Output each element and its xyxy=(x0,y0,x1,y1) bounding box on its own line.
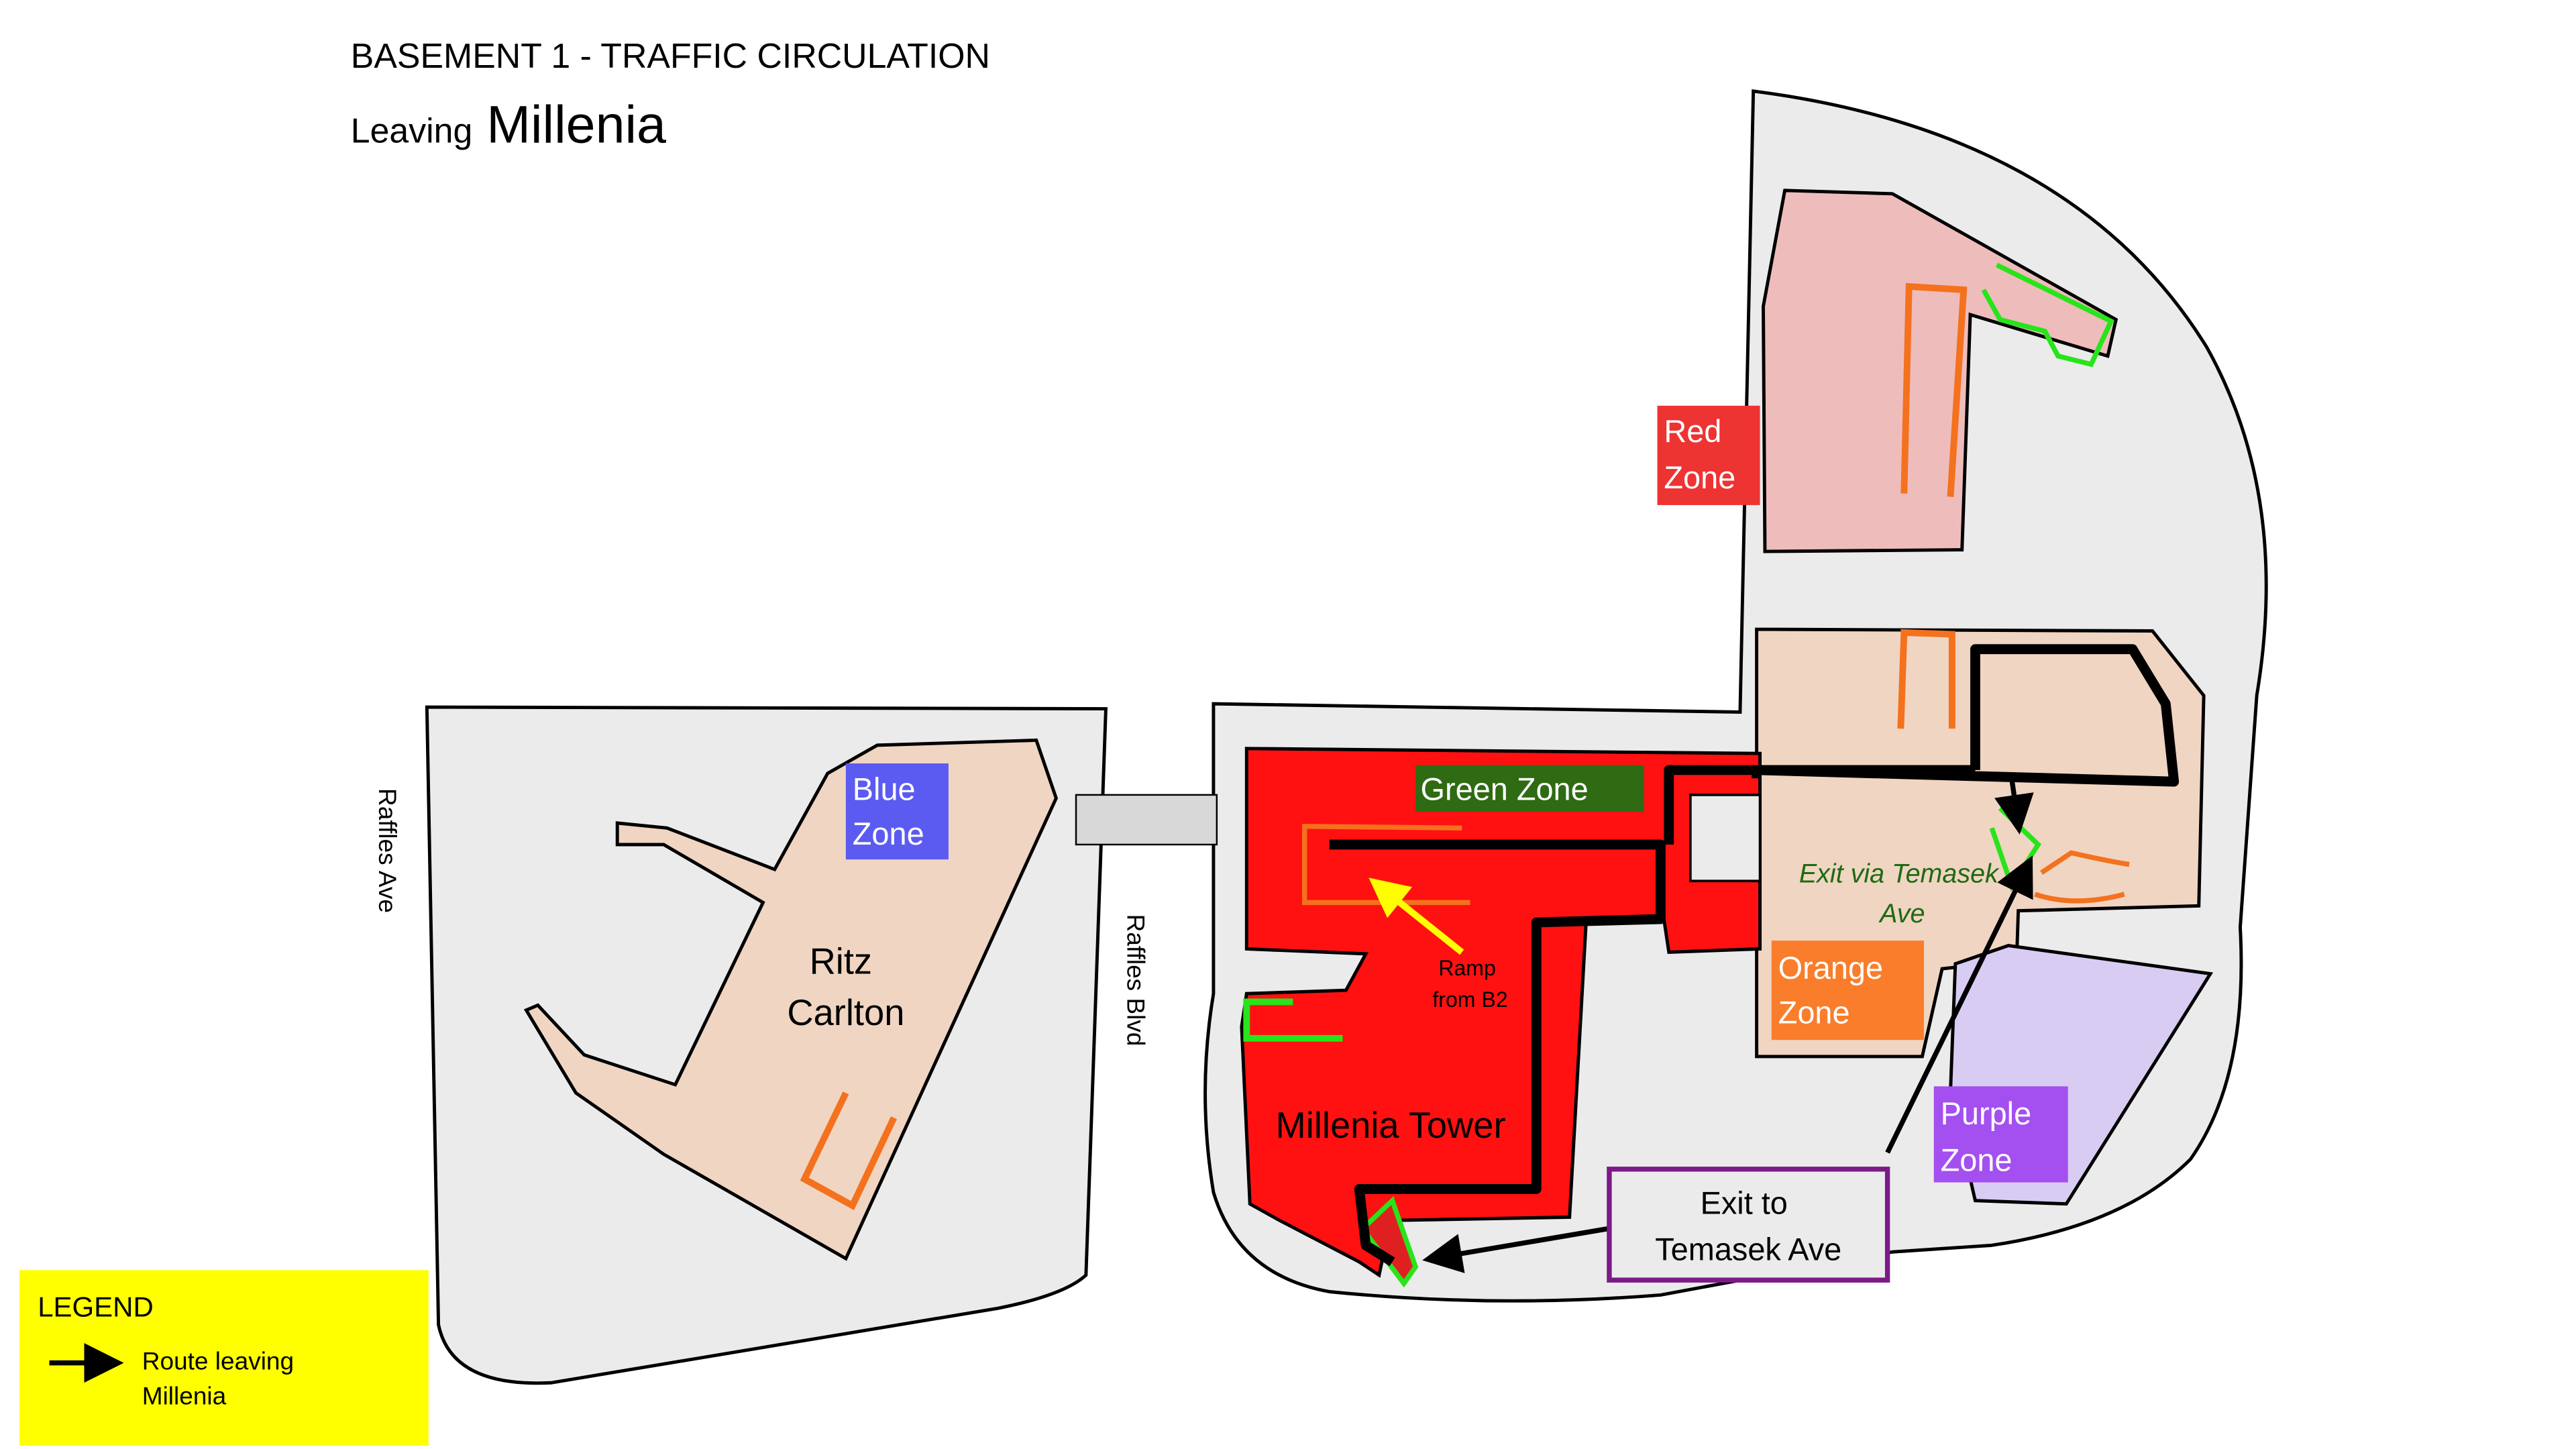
orange-zone-tag xyxy=(1771,941,1924,1040)
green-zone-label: Green Zone xyxy=(1420,771,1588,806)
raffles-blvd-label: Raffles Blvd xyxy=(1122,914,1150,1046)
legend-route-label: Route leaving Millenia xyxy=(142,1347,301,1410)
ritz-ramp xyxy=(800,1091,897,1210)
ritz-carlton-building xyxy=(523,738,1059,1261)
diagram-subtitle: Leaving Millenia xyxy=(351,94,666,154)
exit-to-temasek-label: Exit to Temasek Ave xyxy=(1655,1185,1841,1267)
orange-zone-ramp xyxy=(1897,629,1955,729)
red-zone-tag xyxy=(1657,405,1760,505)
route-arrow-to-exit xyxy=(1422,1226,1609,1273)
raffles-ave-label: Raffles Ave xyxy=(374,788,402,913)
legend-title: LEGEND xyxy=(38,1291,154,1323)
orange-zone-label: Orange Zone xyxy=(1778,951,1892,1030)
blue-zone-tag xyxy=(845,763,949,860)
diagram-title: BASEMENT 1 - TRAFFIC CIRCULATION xyxy=(351,36,990,75)
link-bridge xyxy=(1075,794,1218,846)
ramp-from-b2-arrow xyxy=(1368,877,1464,955)
exit-via-temasek-label: Exit via Temasek Ave xyxy=(1799,859,2006,928)
red-zone-label: Red Zone xyxy=(1664,414,1735,495)
orange-exit-ramp xyxy=(2034,850,2130,904)
route-arrow-into-exit-bay xyxy=(1994,777,2034,835)
ramp-from-b2-label: Ramp from B2 xyxy=(1432,956,1507,1012)
exit-lane-green xyxy=(1359,1196,1419,1288)
purple-zone-tag xyxy=(1933,1086,2068,1183)
exit-to-temasek-box xyxy=(1607,1167,1890,1283)
purple-zone-label: Purple Zone xyxy=(1941,1096,2041,1177)
tower-notch xyxy=(1689,794,1762,883)
tower-green-bay xyxy=(1243,998,1343,1042)
ritz-carlton-label: Ritz Carlton xyxy=(787,941,904,1034)
route-leaving-millenia xyxy=(1329,644,2180,1267)
legend: LEGEND Route leaving Millenia xyxy=(19,1270,429,1446)
millenia-tower-label: Millenia Tower xyxy=(1276,1105,1506,1146)
blue-zone-label: Blue Zone xyxy=(853,771,924,851)
red-zone-green-bay xyxy=(1981,262,2114,368)
red-zone-ramp xyxy=(1900,282,1968,497)
green-zone-tag xyxy=(1415,765,1644,812)
route-arrow-to-temasek xyxy=(1885,855,2033,1154)
